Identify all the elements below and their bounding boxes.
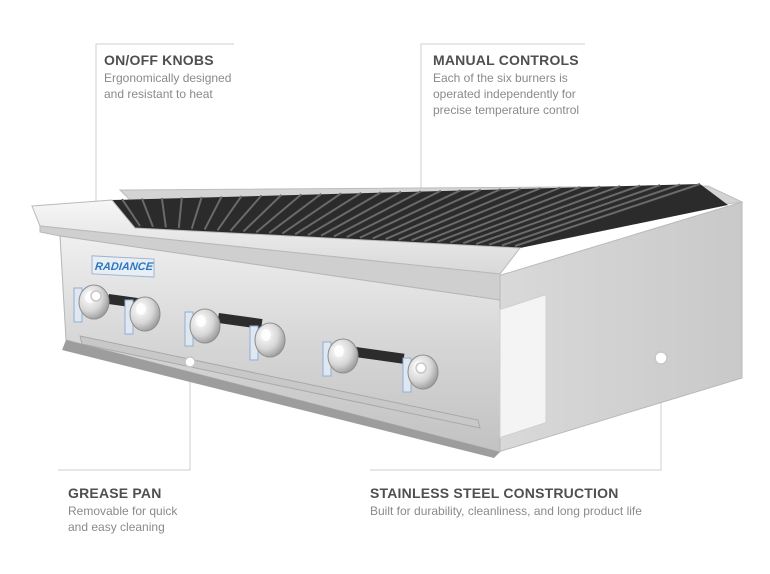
callout-stainless-steel: STAINLESS STEEL CONSTRUCTION Built for d… [370,485,700,519]
dot-knobs [90,290,102,302]
grate-bar [333,190,422,238]
grate-area [112,184,728,248]
grate-bar [268,193,322,234]
knob-icon[interactable] [78,284,110,320]
grate-bar [281,192,342,235]
grate-bar [140,198,154,228]
grate-bar [398,187,522,241]
callout-text: Removable for quick and easy cleaning [68,504,178,534]
brand-plate [91,255,155,278]
dot-manual [415,362,427,374]
knob-highlight [136,303,146,315]
grate-bar [501,183,681,247]
callout-on-off-knobs: ON/OFF KNOBS Ergonomically designed and … [104,52,284,102]
knob-highlight [334,345,344,357]
grate-bar [121,198,141,227]
dot-steel [654,351,668,365]
grate-bar [372,188,482,240]
grate-bar [514,183,701,247]
control-knob[interactable] [184,308,221,347]
callout-text: Each of the six burners is operated inde… [433,71,580,117]
grate-bar [488,184,661,246]
grate-bar [475,184,641,245]
grate-bar [449,185,601,244]
control-knob[interactable] [322,338,359,377]
callout-manual-controls: MANUAL CONTROLS Each of the six burners … [433,52,633,118]
callout-title: MANUAL CONTROLS [433,52,579,68]
grate-bar [437,186,581,243]
knobs-group [73,284,439,393]
grate-bar [294,191,362,236]
grate-bar [411,187,541,242]
grate-bar [229,194,263,232]
grate-bar [346,189,442,238]
callout-text: Ergonomically designed and resistant to … [104,71,232,101]
grate-bar [177,197,183,229]
knob-highlight [261,329,271,341]
knob-icon[interactable] [129,296,161,332]
control-knob[interactable] [124,296,161,335]
grate-bar [320,190,402,237]
dot-grease [184,356,196,368]
knob-icon[interactable] [254,322,286,358]
grate-bars [121,183,701,247]
grate-bar [160,197,167,228]
grease-pan-lip [79,335,481,429]
grate-bar [216,195,243,231]
callout-title: GREASE PAN [68,485,162,501]
callout-text: Built for durability, cleanliness, and l… [370,504,642,518]
control-knob[interactable] [73,284,110,323]
grate-bar [359,189,462,239]
knob-highlight [196,315,206,327]
brand-logo: RADIANCE [94,261,154,273]
grate-bar [385,188,502,241]
knob-icon[interactable] [189,308,221,344]
grate-bar [255,193,303,233]
callout-dots [90,290,668,374]
grate-bar [190,196,203,230]
grate-bar [242,194,283,233]
grate-bar [462,185,621,245]
knob-icon[interactable] [327,338,359,374]
control-knob[interactable] [249,322,286,361]
grease-pan [62,340,500,458]
callout-title: ON/OFF KNOBS [104,52,214,68]
grate-bar [307,191,382,236]
callout-grease-pan: GREASE PAN Removable for quick and easy … [68,485,228,535]
callout-title: STAINLESS STEEL CONSTRUCTION [370,485,619,501]
grate-bar [424,186,561,243]
leader-grease [58,362,191,471]
spec-plate [499,293,547,439]
grate-bar [203,195,223,230]
